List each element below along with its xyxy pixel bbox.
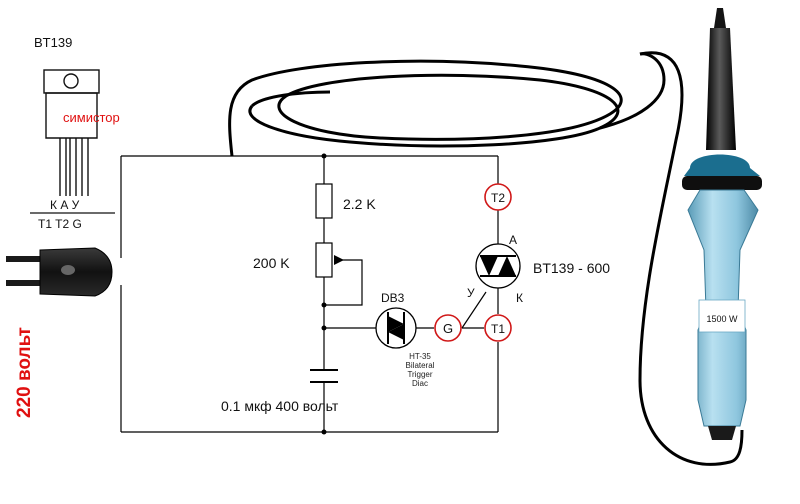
pin-k-label: К [516, 291, 523, 305]
pin-y-label: У [467, 286, 475, 300]
diac-note-2: Bilateral [406, 361, 435, 370]
terminal-t2 [484, 183, 512, 211]
resistor-label: 2.2 K [343, 196, 376, 212]
potentiometer-icon [315, 242, 333, 278]
diac-note-3: Trigger [407, 370, 432, 379]
pin-a-label: A [509, 233, 517, 247]
iron-cable [638, 51, 744, 466]
resistor-icon [315, 183, 333, 219]
wiper-arrow-icon [334, 255, 344, 265]
circuit-wires [120, 155, 499, 433]
capacitor-label: 0.1 мкф 400 вольт [221, 398, 339, 414]
package-title: BT139 [34, 35, 72, 50]
terminal-t1 [484, 314, 512, 342]
capacitor-icon [310, 369, 338, 383]
terminal-t2-label: T2 [491, 191, 505, 205]
soldering-iron-icon [682, 8, 762, 440]
coiled-cable [228, 52, 666, 157]
diac-note-1: HT-35 [409, 352, 431, 361]
diac-icon [375, 307, 417, 349]
mains-plug-icon [6, 247, 113, 297]
junction-dots [321, 153, 327, 435]
triac-package-icon [43, 69, 100, 196]
potentiometer-label: 200 K [253, 255, 290, 271]
package-caption: симистор [63, 110, 120, 125]
diac-note-4: Diac [412, 379, 428, 388]
triac-label: BT139 - 600 [533, 260, 610, 276]
voltage-label: 220 вольт [14, 327, 35, 418]
diac-label: DB3 [381, 291, 405, 305]
terminal-g [434, 314, 462, 342]
terminal-t1-label: T1 [491, 322, 505, 336]
pin-names: T1 T2 G [38, 217, 82, 231]
pin-letters: К А У [50, 198, 80, 212]
triac-icon [475, 243, 521, 289]
iron-power-label: 1500 W [706, 314, 738, 324]
terminal-g-label: G [443, 321, 453, 336]
